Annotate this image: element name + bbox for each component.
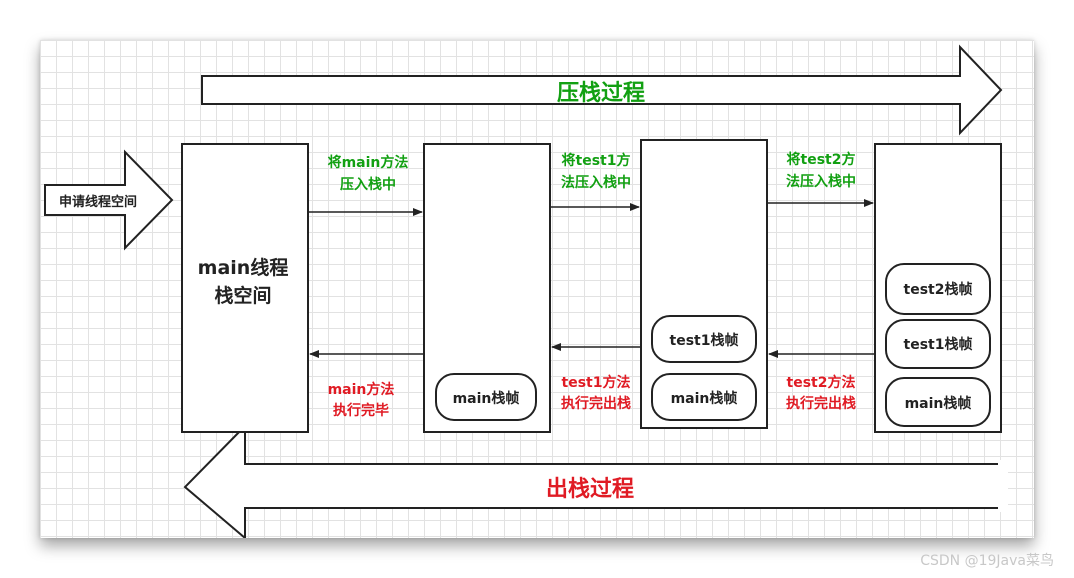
push-test1-label-1: 将test1方 — [562, 152, 631, 169]
pop-process-arrow — [183, 423, 1003, 538]
push-test2-label-2: 法压入栈中 — [786, 173, 856, 190]
frame-test2-box4 — [885, 263, 991, 315]
main-thread-stack-box — [181, 143, 309, 433]
request-space-arrow — [44, 149, 174, 251]
frame-main-box2-label: main栈帧 — [453, 390, 520, 407]
frame-test2-box4-label: test2栈帧 — [904, 281, 973, 298]
push-test1-label-2: 法压入栈中 — [561, 174, 631, 191]
pop-test1-label-1: test1方法 — [562, 374, 631, 391]
frame-main-box4 — [885, 377, 991, 427]
pop-main-label-2: 执行完毕 — [333, 402, 389, 419]
push-test2-label-1: 将test2方 — [787, 151, 856, 168]
pop-process-label: 出栈过程 — [546, 477, 634, 502]
push-main-label-1: 将main方法 — [328, 154, 409, 171]
frame-main-box3 — [651, 373, 757, 421]
watermark: CSDN @19Java菜鸟 — [920, 553, 1054, 569]
frame-main-box4-label: main栈帧 — [905, 395, 972, 412]
frame-test1-box4 — [885, 319, 991, 369]
frame-main-box2 — [435, 373, 537, 421]
pop-test2-label-2: 执行完出栈 — [786, 395, 856, 412]
pop-test1-label-2: 执行完出栈 — [561, 395, 631, 412]
stack-diagram: 压栈过程 申请线程空间 出栈过程 main线程 栈空间 main栈帧 test1… — [44, 44, 1008, 538]
frame-test1-box3 — [651, 315, 757, 363]
diagram-canvas: 压栈过程 申请线程空间 出栈过程 main线程 栈空间 main栈帧 test1… — [40, 40, 1034, 538]
push-process-label: 压栈过程 — [557, 81, 645, 106]
main-thread-stack-label-2: 栈空间 — [214, 284, 271, 307]
request-space-label: 申请线程空间 — [59, 194, 137, 210]
main-thread-stack-label-1: main线程 — [198, 256, 289, 279]
push-process-arrow — [201, 44, 1003, 136]
push-main-label-2: 压入栈中 — [340, 176, 396, 193]
pop-main-label-1: main方法 — [328, 381, 395, 398]
pop-test2-label-1: test2方法 — [787, 374, 856, 391]
frame-main-box3-label: main栈帧 — [671, 390, 738, 407]
frame-test1-box4-label: test1栈帧 — [904, 336, 973, 353]
frame-test1-box3-label: test1栈帧 — [670, 332, 739, 349]
